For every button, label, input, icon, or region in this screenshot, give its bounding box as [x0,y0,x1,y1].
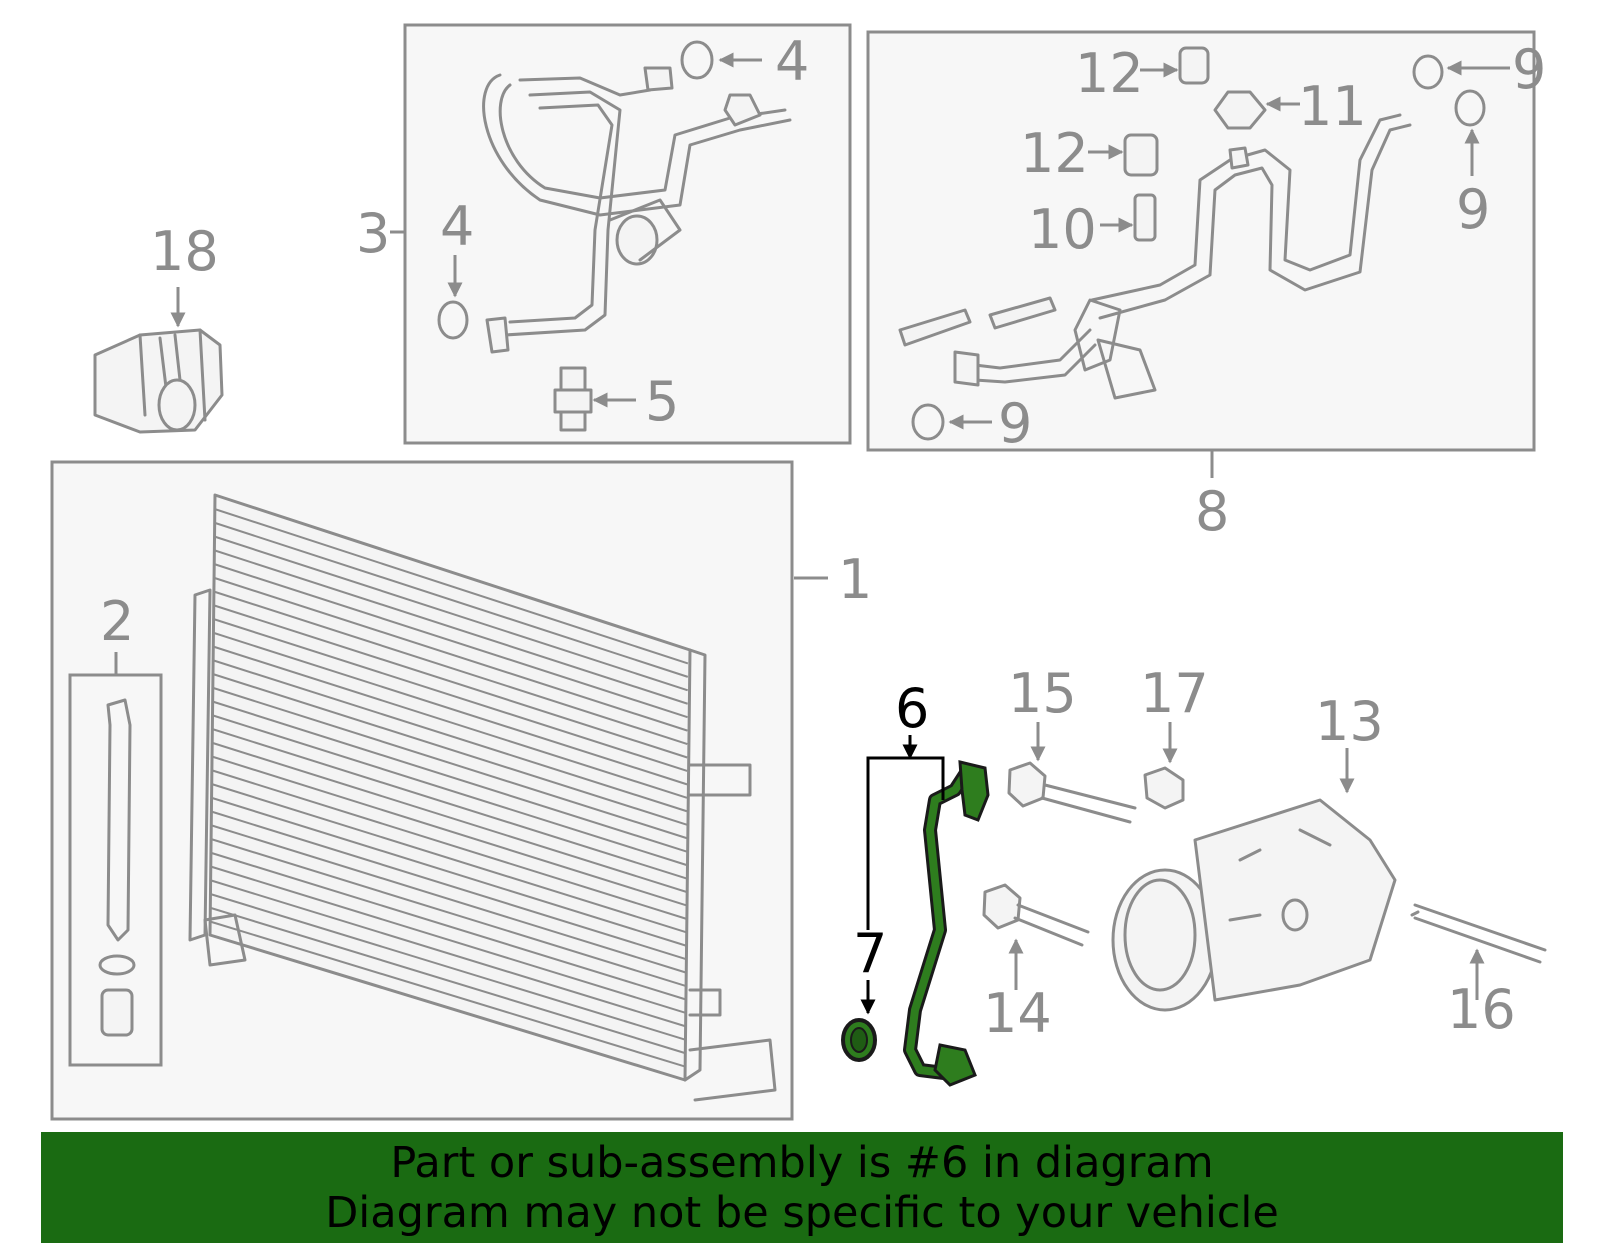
part-11-switch [1213,90,1267,130]
callout-7: 7 [853,922,887,985]
condenser-fin [211,714,687,866]
part-12-cap-top [1178,46,1210,85]
group-box-8 [866,30,1536,452]
callout-11: 11 [1298,75,1367,138]
part-16-stud [1410,903,1547,964]
callout-1: 1 [838,548,872,611]
callout-15: 15 [1008,662,1077,725]
condenser-fin [212,617,688,772]
condenser-fin [210,796,687,947]
condenser-fin [213,521,689,678]
part-6-pipe-highlighted [903,760,990,1087]
condenser-fin [209,906,686,1055]
condenser-fin [209,824,687,974]
part-9-oring-c [911,403,945,441]
callout-9-b: 9 [1456,178,1490,241]
part-4-oring-left [437,300,469,340]
condenser-fin [210,741,687,893]
banner-line-1: Part or sub-assembly is #6 in diagram [390,1138,1214,1188]
condenser-fin [212,562,688,719]
part-12-cap-mid [1123,133,1159,177]
condenser-fin [210,782,687,934]
condenser-fin [210,755,687,907]
part-5-pressure-switch [553,366,593,432]
callout-4-top: 4 [775,30,809,93]
callout-9-c: 9 [998,392,1032,455]
condenser-fin [209,851,686,1001]
part-7-oring-hole [850,1027,868,1053]
part-9-oring-b [1454,89,1486,127]
condenser-fin [212,590,688,746]
callout-10: 10 [1028,198,1097,261]
callout-2: 2 [100,590,134,653]
condenser-fin [213,507,689,665]
condenser-fin [211,645,688,799]
callout-13: 13 [1315,690,1384,753]
part-8-line-assembly [898,113,1412,400]
part-18-connector [93,328,224,434]
callout-12-top: 12 [1075,42,1144,105]
condenser-fin [211,686,687,840]
callout-17: 17 [1140,662,1209,725]
part-9-oring-a [1412,54,1444,90]
lead-6 [866,735,945,930]
condenser-fin [212,604,688,759]
condenser-fin [213,549,688,705]
condenser-fin [208,920,686,1068]
callout-8: 8 [1195,480,1229,543]
condenser-fin [213,535,689,692]
condenser-fin [211,659,688,813]
part-2-drier [98,698,136,1037]
part-10-valve-core [1133,193,1157,242]
banner-line-2: Diagram may not be specific to your vehi… [325,1188,1279,1238]
condenser-fin [209,865,686,1014]
condenser-fin [212,631,688,786]
callout-4-left: 4 [440,195,474,258]
part-3-hose-assembly [482,66,792,354]
callout-9-a: 9 [1512,38,1546,101]
condenser-fin [211,727,687,880]
part-4-oring-top [680,40,714,80]
condenser-fins [208,507,689,1068]
condenser-fin [211,700,687,853]
part-13-compressor [1111,798,1397,1012]
callout-3: 3 [356,202,390,265]
condenser-fin [209,892,686,1041]
part-17-nut [1143,766,1185,810]
condenser-fin [212,576,688,732]
callout-16: 16 [1447,978,1516,1041]
callout-6: 6 [895,677,929,740]
condenser-fin [210,769,687,920]
condenser-fin [209,837,686,987]
condenser-fin [209,879,686,1028]
callout-18: 18 [150,220,219,283]
part-15-bolt [1007,761,1137,824]
info-banner: Part or sub-assembly is #6 in diagram Di… [41,1132,1563,1243]
callout-5: 5 [645,370,679,433]
condenser-fin [211,672,688,826]
part-1-condenser [188,493,777,1102]
callout-12-mid: 12 [1020,122,1089,185]
part-14-bolt [982,883,1090,947]
callout-14: 14 [983,982,1052,1045]
condenser-fin [210,810,687,961]
